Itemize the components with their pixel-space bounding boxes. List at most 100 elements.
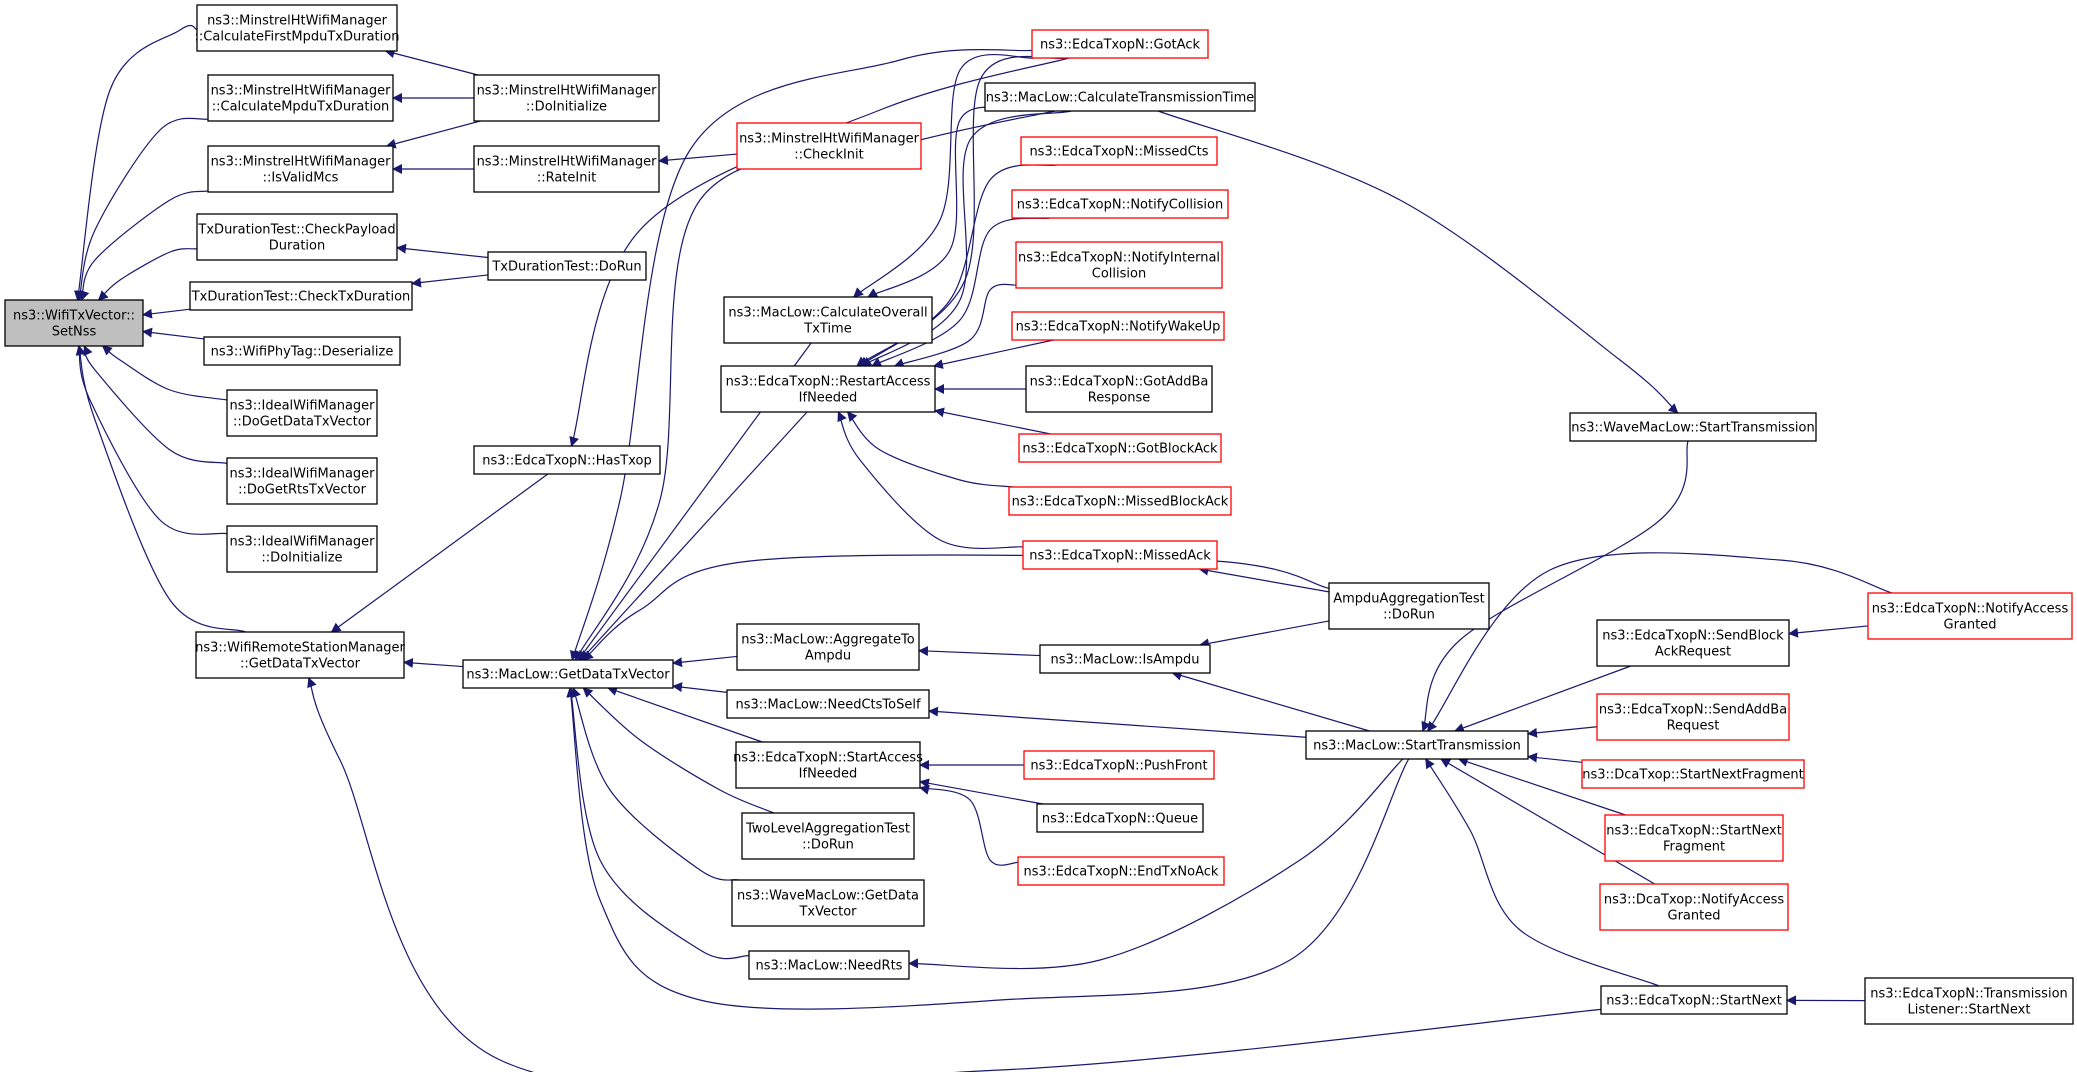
node-minstrel-calc-mpdu[interactable]: ns3::MinstrelHtWifiManager::CalculateMpd… [207,74,394,122]
node-edca-queue[interactable]: ns3::EdcaTxopN::Queue [1036,803,1204,833]
node-maclow-starttrans[interactable]: ns3::MacLow::StartTransmission [1305,730,1529,760]
node-txdur-checktx[interactable]: TxDurationTest::CheckTxDuration [189,281,413,311]
node-label: ::DoInitialize [526,100,607,115]
node-box [1039,644,1211,674]
node-edca-hastxop[interactable]: ns3::EdcaTxopN::HasTxop [473,445,661,475]
node-label: ::RateInit [537,171,596,186]
node-edca-gotack[interactable]: ns3::EdcaTxopN::GotAck [1031,29,1209,59]
edge-maclow_calc_trans-to-maclow_getdata [574,110,1056,661]
node-maclow-needrts[interactable]: ns3::MacLow::NeedRts [748,950,910,980]
edge-edca_queue-to-edca_startaccess [919,778,1043,805]
node-minstrel-checkinit[interactable]: ns3::MinstrelHtWifiManager::CheckInit [736,122,922,170]
node-label: ns3::MacLow::AggregateTo [741,633,915,648]
node-label: IfNeeded [799,767,858,782]
node-edca-notifywakeup[interactable]: ns3::EdcaTxopN::NotifyWakeUp [1011,311,1225,341]
node-label: ns3::EdcaTxopN::MissedAck [1029,549,1211,564]
edge-txdur_dorun-to-txdur_checktx [411,274,489,288]
node-edca-missedcts[interactable]: ns3::EdcaTxopN::MissedCts [1020,136,1218,166]
node-edca-pushfront[interactable]: ns3::EdcaTxopN::PushFront [1023,750,1215,780]
node-label: ns3::EdcaTxopN::StartNext [1606,824,1782,839]
edge-edca_sendaddba-to-maclow_starttrans [1527,726,1598,738]
node-label: Fragment [1663,840,1725,855]
node-label: ns3::EdcaTxopN::MissedBlockAck [1012,495,1229,510]
node-wavemaclow-starttrans[interactable]: ns3::WaveMacLow::StartTransmission [1569,412,1817,442]
node-maclow-calc-trans[interactable]: ns3::MacLow::CalculateTransmissionTime [984,82,1256,112]
node-label: ns3::IdealWifiManager [229,399,375,414]
node-box [1581,759,1805,789]
node-label: ns3::IdealWifiManager [229,467,375,482]
node-minstrel-calc-first[interactable]: ns3::MinstrelHtWifiManager::CalculateFir… [195,4,400,52]
node-label: AckRequest [1655,645,1731,660]
node-label: ns3::EdcaTxopN::PushFront [1030,759,1207,774]
node-ideal-getdata[interactable]: ns3::IdealWifiManager::DoGetDataTxVector [226,389,378,437]
node-edca-startnext[interactable]: ns3::EdcaTxopN::StartNext [1600,985,1788,1015]
node-label: ns3::EdcaTxopN::NotifyWakeUp [1016,320,1221,335]
node-edca-translistener[interactable]: ns3::EdcaTxopN::TransmissionListener::St… [1864,977,2074,1025]
node-edca-missedblockack[interactable]: ns3::EdcaTxopN::MissedBlockAck [1008,486,1232,516]
edge-maclow_getdata-to-remote_getdata [403,658,464,668]
edge-edca_notifyinternal-to-edca_restart [893,283,1017,368]
node-edca-endtxnoack[interactable]: ns3::EdcaTxopN::EndTxNoAck [1017,856,1225,886]
node-box [1864,977,2074,1025]
node-twolevel-dorun[interactable]: TwoLevelAggregationTest::DoRun [741,812,915,860]
node-ideal-doinit[interactable]: ns3::IdealWifiManager::DoInitialize [226,525,378,573]
node-label: ::DoInitialize [261,551,342,566]
edge-remote_getdata-to-setnss [75,345,246,633]
node-ampdu-dorun[interactable]: AmpduAggregationTest::DoRun [1328,582,1490,630]
node-label: TxDurationTest::CheckPayload [197,223,395,238]
node-label: TxTime [803,322,851,337]
node-remote-getdata[interactable]: ns3::WifiRemoteStationManager::GetDataTx… [195,631,406,679]
node-edca-missedack[interactable]: ns3::EdcaTxopN::MissedAck [1022,540,1218,570]
node-txdur-dorun[interactable]: TxDurationTest::DoRun [487,251,647,281]
node-setnss[interactable]: ns3::WifiTxVector::SetNss [4,299,144,347]
node-label: ns3::WifiRemoteStationManager [195,641,405,656]
node-minstrel-doinit[interactable]: ns3::MinstrelHtWifiManager::DoInitialize [473,74,660,122]
edge-minstrel_checkinit-to-minstrel_rateinit [658,153,738,166]
node-box [1569,412,1817,442]
node-box [4,299,144,347]
edge-edca_startnextfrag-to-maclow_starttrans [1457,757,1626,816]
node-minstrel-isvalid[interactable]: ns3::MinstrelHtWifiManager::IsValidMcs [207,145,394,193]
node-label: Granted [1944,618,1997,633]
node-label: ns3::EdcaTxopN::Queue [1042,812,1198,827]
node-ideal-getrts[interactable]: ns3::IdealWifiManager::DoGetRtsTxVector [226,457,378,505]
node-dca-startnextfrag[interactable]: ns3::DcaTxop::StartNextFragment [1581,759,1805,789]
node-label: Ampdu [805,649,851,664]
node-box [1018,433,1222,463]
node-maclow-isampdu[interactable]: ns3::MacLow::IsAmpdu [1039,644,1211,674]
node-edca-startnextfrag[interactable]: ns3::EdcaTxopN::StartNextFragment [1604,814,1784,862]
node-box [473,145,660,193]
node-edca-notifycollision[interactable]: ns3::EdcaTxopN::NotifyCollision [1011,189,1229,219]
node-box [726,689,930,719]
edge-edca_restart-to-maclow_getdata [580,411,808,661]
edge-maclow_needcts-to-maclow_getdata [672,682,728,693]
node-label: ns3::MinstrelHtWifiManager [207,14,388,29]
node-wavemaclow-getdata[interactable]: ns3::WaveMacLow::GetDataTxVector [731,879,925,927]
edge-edca_notifyaccess-to-edca_sendblockack [1788,625,1869,638]
node-maclow-needcts[interactable]: ns3::MacLow::NeedCtsToSelf [726,689,930,719]
node-box [196,4,398,52]
node-phytag-deser[interactable]: ns3::WifiPhyTag::Deserialize [203,336,401,366]
edge-edca_endtxnoack-to-edca_startaccess [919,784,1019,866]
node-label: ns3::DcaTxop::NotifyAccess [1604,893,1785,908]
node-label: ns3::EdcaTxopN::SendBlock [1602,629,1784,644]
node-maclow-getdata[interactable]: ns3::MacLow::GetDataTxVector [462,659,674,689]
node-label: ::IsValidMcs [263,171,339,186]
node-label: ns3::WaveMacLow::GetData [737,889,919,904]
node-box [984,82,1256,112]
node-minstrel-rateinit[interactable]: ns3::MinstrelHtWifiManager::RateInit [473,145,660,193]
node-edca-gotblockack[interactable]: ns3::EdcaTxopN::GotBlockAck [1018,433,1222,463]
edge-edca_notifywakeup-to-edca_restart [932,339,1054,369]
